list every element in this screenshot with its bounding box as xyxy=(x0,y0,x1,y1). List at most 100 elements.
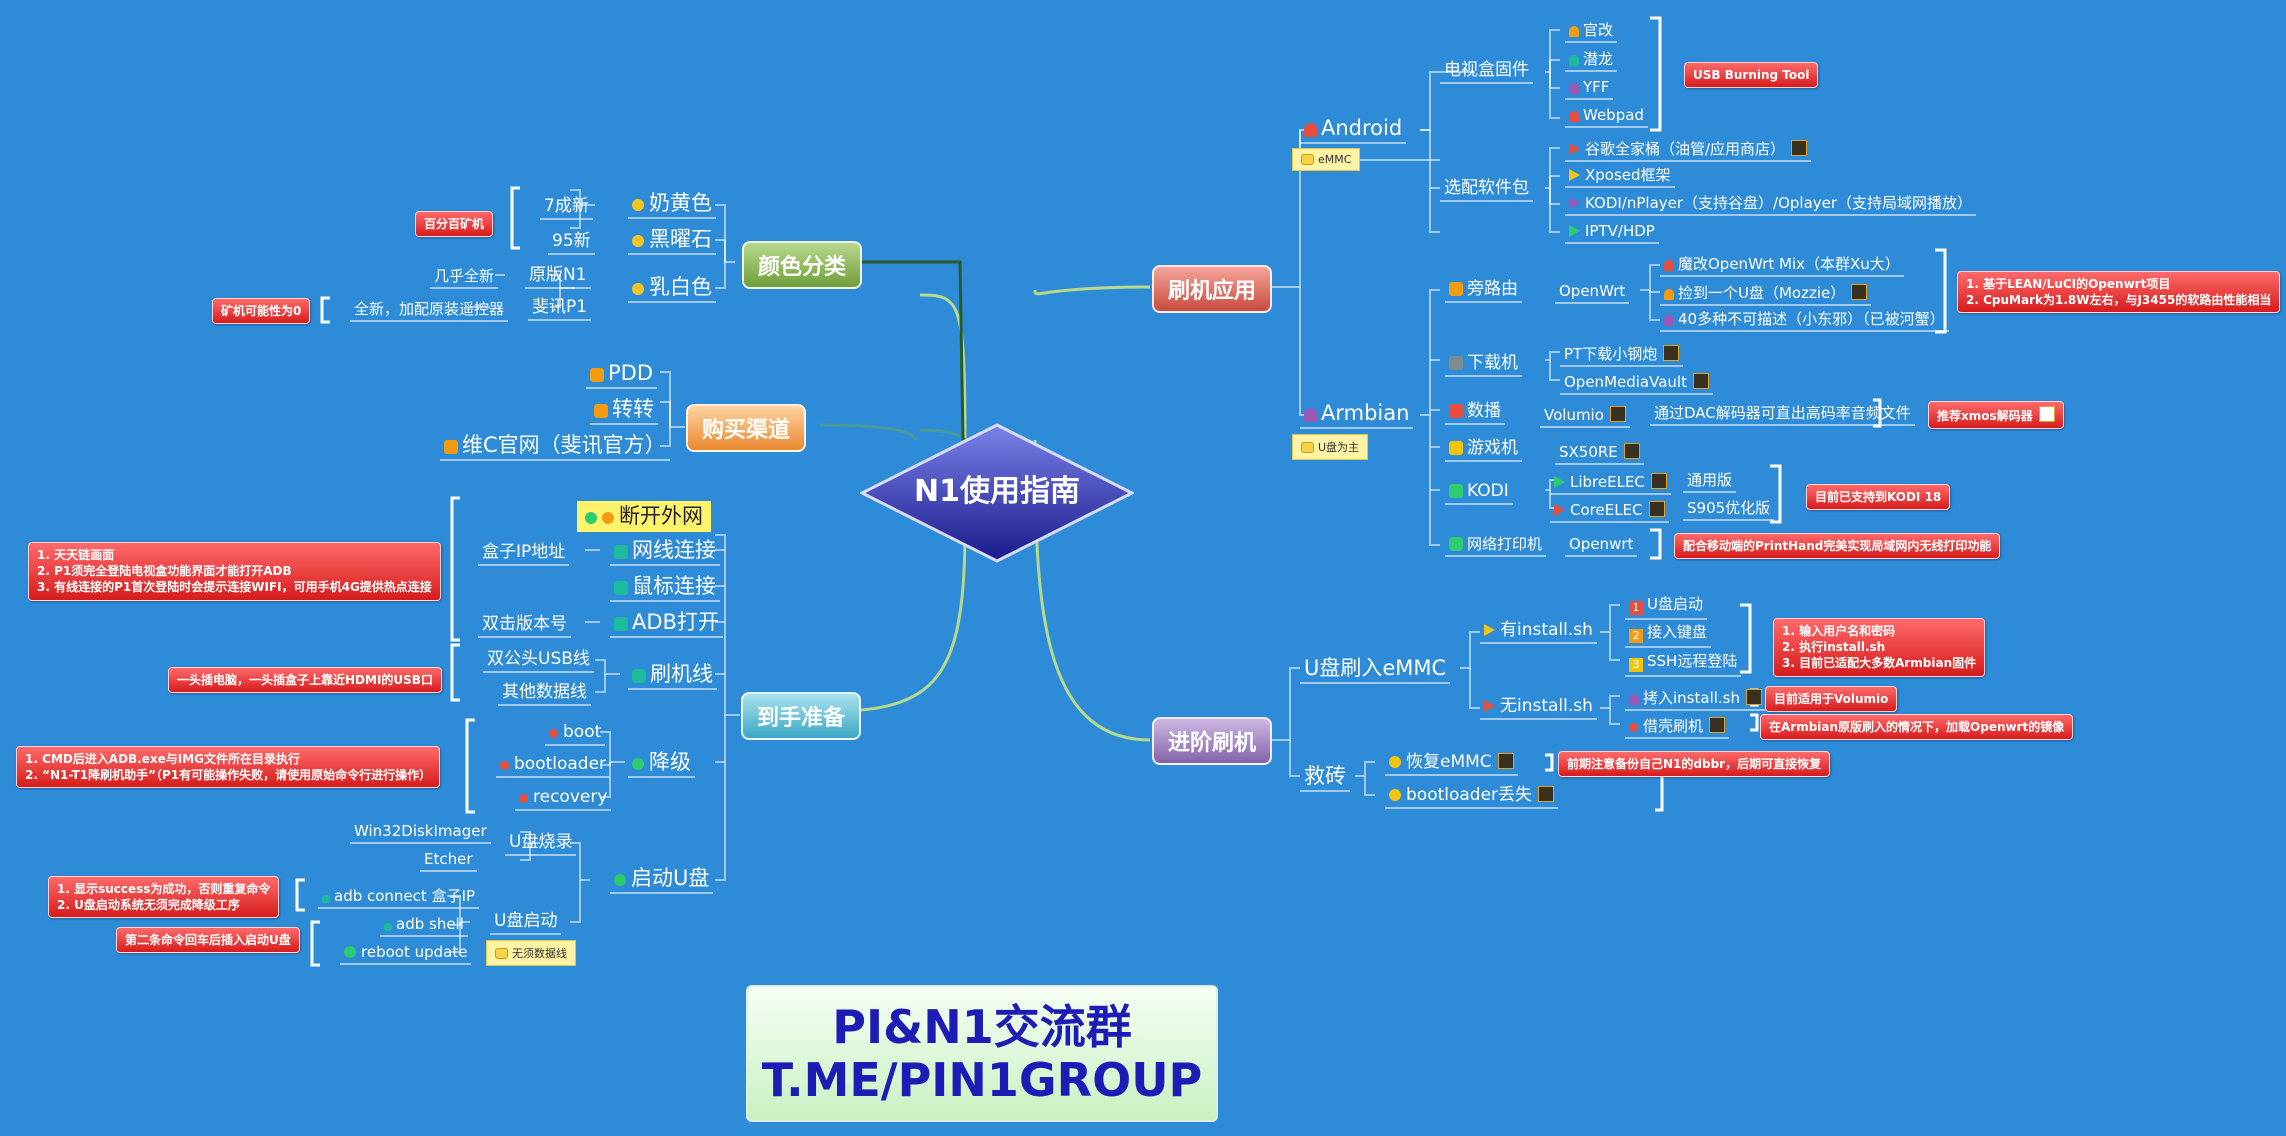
sw-xposed: Xposed框架 xyxy=(1565,168,1675,188)
dac-volumio: Volumio xyxy=(1540,406,1630,428)
color-black[interactable]: 黑曜石 xyxy=(628,229,716,255)
branch-prep[interactable]: 到手准备 xyxy=(741,692,861,740)
image-icon xyxy=(1851,284,1868,300)
adv-u2emmc[interactable]: U盘刷入eMMC xyxy=(1300,658,1451,684)
white-n1: 原版N1 xyxy=(525,267,591,289)
buy-official[interactable]: 维C官网（斐讯官方） xyxy=(440,435,670,461)
note-icon xyxy=(1301,442,1314,453)
adv-has-install-label: 有install.sh xyxy=(1500,620,1593,640)
ustart-cmd2-label: adb shell xyxy=(396,915,464,933)
note-ow-line2: 2. CpuMark为1.8W左右，与J3455的软路由性能相当 xyxy=(1966,293,2272,308)
burn-win32: Win32DiskImager xyxy=(350,824,491,844)
refresh-icon xyxy=(1389,756,1401,768)
down-bootloader-label: bootloader xyxy=(514,754,607,774)
note-ustart2: 第二条命令回车后插入启动U盘 xyxy=(116,927,300,954)
prep-mouse[interactable]: 鼠标连接 xyxy=(610,576,720,602)
fw-qianlong: 潜龙 xyxy=(1565,50,1618,72)
trophy-icon xyxy=(1449,441,1463,455)
note-borrow: 在Armbian原版刷入的情况下，加载Openwrt的镜像 xyxy=(1760,714,2074,741)
armbian-label: Armbian xyxy=(1321,401,1410,425)
dac-sub: 通过DAC解码器可直出高码率音频文件 xyxy=(1650,406,1915,426)
banner-line2[interactable]: T.ME/PIN1GROUP xyxy=(761,1052,1203,1107)
ow-mix-label: 魔改OpenWrt Mix（本群Xu大） xyxy=(1678,255,1900,273)
image-icon xyxy=(1663,345,1680,361)
fw-qianlong-label: 潜龙 xyxy=(1583,50,1614,68)
person-icon xyxy=(1664,260,1674,271)
person-icon xyxy=(1569,55,1579,66)
android-label: Android xyxy=(1321,116,1403,140)
link-icon xyxy=(632,669,646,683)
prep-cable[interactable]: 刷机线 xyxy=(628,664,717,690)
link-icon xyxy=(614,545,628,559)
image-icon xyxy=(1692,373,1709,389)
color-white[interactable]: 乳白色 xyxy=(628,277,716,303)
dl-pt-label: PT下载小钢炮 xyxy=(1564,345,1658,363)
note-dac: 推荐xmos解码器 xyxy=(1928,401,2064,430)
down-boot-label: boot xyxy=(563,722,602,742)
prep-downgrade[interactable]: 降级 xyxy=(628,752,695,778)
color-white-label: 乳白色 xyxy=(649,275,712,299)
fw-webpad-label: Webpad xyxy=(1583,106,1644,124)
person-icon xyxy=(1569,111,1579,122)
note-cable: 一头插电脑，一头插盒子上靠近HDMI的USB口 xyxy=(168,667,442,694)
sw-kodi-label: KODI/nPlayer（支持谷盘）/Oplayer（支持局域网播放） xyxy=(1585,194,1973,212)
color-black-label: 黑曜石 xyxy=(649,227,712,251)
no-borrow-label: 借壳刷机 xyxy=(1643,717,1704,735)
kodi-libre-label: LibreELEC xyxy=(1570,473,1645,491)
prep-net[interactable]: 网线连接 xyxy=(610,540,720,566)
person-icon xyxy=(1664,315,1674,326)
center-title[interactable]: N1使用指南 xyxy=(914,474,1080,509)
brick-bootloader-label: bootloader丢失 xyxy=(1406,785,1533,805)
branch-adv[interactable]: 进阶刷机 xyxy=(1152,717,1272,765)
buy-pdd-label: PDD xyxy=(608,361,654,385)
arm-downloader-label: 下载机 xyxy=(1467,353,1518,373)
branch-flash[interactable]: 刷机应用 xyxy=(1152,265,1272,313)
ustart-cmd3: reboot update xyxy=(340,943,472,965)
note-volumio: 目前适用于Volumio xyxy=(1765,686,1898,713)
branch-buy[interactable]: 购买渠道 xyxy=(686,404,806,452)
sw-iptv-label: IPTV/HDP xyxy=(1585,222,1655,240)
prep-usb[interactable]: 启动U盘 xyxy=(610,868,714,894)
arm-router-label: 旁路由 xyxy=(1467,279,1518,299)
note-ow-line1: 1. 基于LEAN/LuCI的Openwrt项目 xyxy=(1966,277,2171,291)
prep-mouse-label: 鼠标连接 xyxy=(632,574,716,598)
armbian-node[interactable]: Armbian xyxy=(1300,401,1414,429)
color-cream[interactable]: 奶黄色 xyxy=(628,193,716,219)
image-icon xyxy=(1538,786,1555,802)
note-has-line1: 1. 输入用户名和密码 xyxy=(1782,624,1896,638)
image-icon xyxy=(1650,473,1667,489)
game-sx-label: SX50RE xyxy=(1559,443,1618,461)
prep-disconnect[interactable]: 断开外网 xyxy=(577,501,711,532)
play-icon xyxy=(585,512,597,524)
dl-pt: PT下载小钢炮 xyxy=(1560,345,1684,367)
note-icon xyxy=(495,948,508,959)
emoji-icon xyxy=(632,199,644,211)
prep-adb[interactable]: ADB打开 xyxy=(610,612,723,638)
branch-color[interactable]: 颜色分类 xyxy=(742,241,862,289)
sw-kodi: KODI/nPlayer（支持谷盘）/Oplayer（支持局域网播放） xyxy=(1565,194,1977,216)
ustart-cmd1-label: adb connect 盒子IP xyxy=(334,887,476,905)
ustart-cmd3-label: reboot update xyxy=(361,943,468,961)
burn-etcher: Etcher xyxy=(420,852,477,872)
note-openwrt: 1. 基于LEAN/LuCI的Openwrt项目 2. CpuMark为1.8W左… xyxy=(1957,271,2281,314)
kodi-libre: LibreELEC xyxy=(1550,473,1671,495)
flag-icon xyxy=(1484,624,1495,636)
tag-emmc: eMMC xyxy=(1292,148,1361,171)
dac-volumio-label: Volumio xyxy=(1544,406,1604,424)
note-u-line2: 2. U盘启动系统无须完成降级工序 xyxy=(57,898,240,913)
dl-omv-label: OpenMediaVault xyxy=(1564,373,1687,391)
person-icon xyxy=(1304,123,1317,137)
no-copy: 拷入install.sh xyxy=(1625,689,1766,711)
kodi-sub1: 通用版 xyxy=(1683,473,1737,493)
buy-zhuanzhuan[interactable]: 转转 xyxy=(590,399,658,425)
prep-adb-label: ADB打开 xyxy=(632,610,719,634)
buy-pdd[interactable]: PDD xyxy=(586,361,658,389)
down-recovery-label: recovery xyxy=(533,787,608,807)
emoji-icon xyxy=(632,235,644,247)
arm-kodi: KODI xyxy=(1445,483,1513,505)
tag-udisk-label: U盘为主 xyxy=(1318,441,1360,454)
android-node[interactable]: Android xyxy=(1300,116,1407,144)
adv-brick[interactable]: 救砖 xyxy=(1300,766,1350,792)
